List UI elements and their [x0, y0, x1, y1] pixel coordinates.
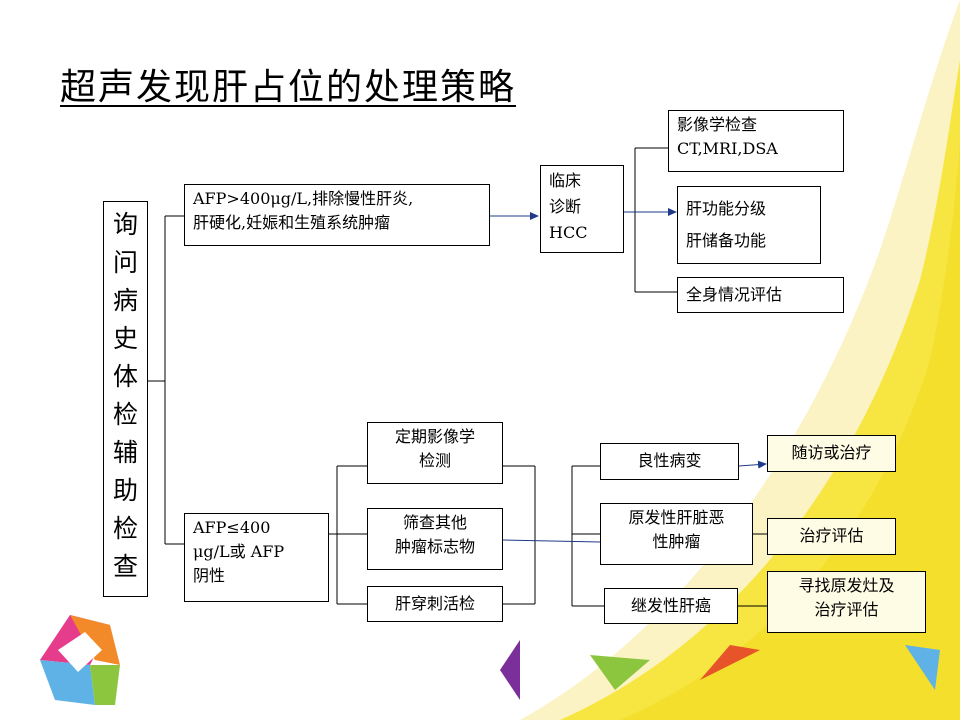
- root-char: 询: [112, 210, 138, 239]
- condition-afp-high-box: AFP>400μg/L,排除慢性肝炎, 肝硬化,妊娠和生殖系统肿瘤: [184, 184, 490, 246]
- action-follow-up-box: 随访或治疗: [767, 435, 896, 472]
- root-char: 检: [112, 400, 138, 429]
- root-char: 体: [112, 362, 138, 391]
- root-char: 问: [112, 248, 138, 277]
- clinical-diagnosis-hcc-box: 临床 诊断 HCC: [540, 165, 624, 253]
- root-char: 辅: [112, 438, 138, 467]
- root-history-exam-box: 询问病史体检辅助检查: [103, 201, 148, 597]
- root-char: 检: [112, 514, 138, 543]
- root-char: 查: [112, 552, 138, 581]
- exam-imaging-monitor-box: 定期影像学 检测: [367, 422, 503, 484]
- result-secondary-liver-cancer-box: 继发性肝癌: [604, 588, 738, 624]
- root-char: 病: [112, 286, 138, 315]
- logo-shape: [40, 615, 120, 705]
- general-assessment-box: 全身情况评估: [677, 277, 844, 313]
- root-char: 史: [112, 324, 138, 353]
- imaging-exam-box: 影像学检查 CT,MRI,DSA: [668, 110, 844, 172]
- action-find-primary-box: 寻找原发灶及 治疗评估: [767, 571, 926, 633]
- exam-liver-biopsy-box: 肝穿刺活检: [367, 586, 503, 622]
- condition-afp-low-box: AFP≤400 μg/L或 AFP 阴性: [184, 513, 329, 602]
- action-treatment-eval-box: 治疗评估: [767, 518, 896, 555]
- liver-function-box: 肝功能分级 肝储备功能: [677, 186, 821, 264]
- result-benign-box: 良性病变: [600, 443, 739, 480]
- exam-tumor-markers-box: 筛查其他 肿瘤标志物: [367, 508, 503, 570]
- result-primary-malignant-box: 原发性肝脏恶 性肿瘤: [600, 503, 753, 565]
- root-char: 助: [112, 476, 138, 505]
- page-title: 超声发现肝占位的处理策略: [60, 67, 517, 108]
